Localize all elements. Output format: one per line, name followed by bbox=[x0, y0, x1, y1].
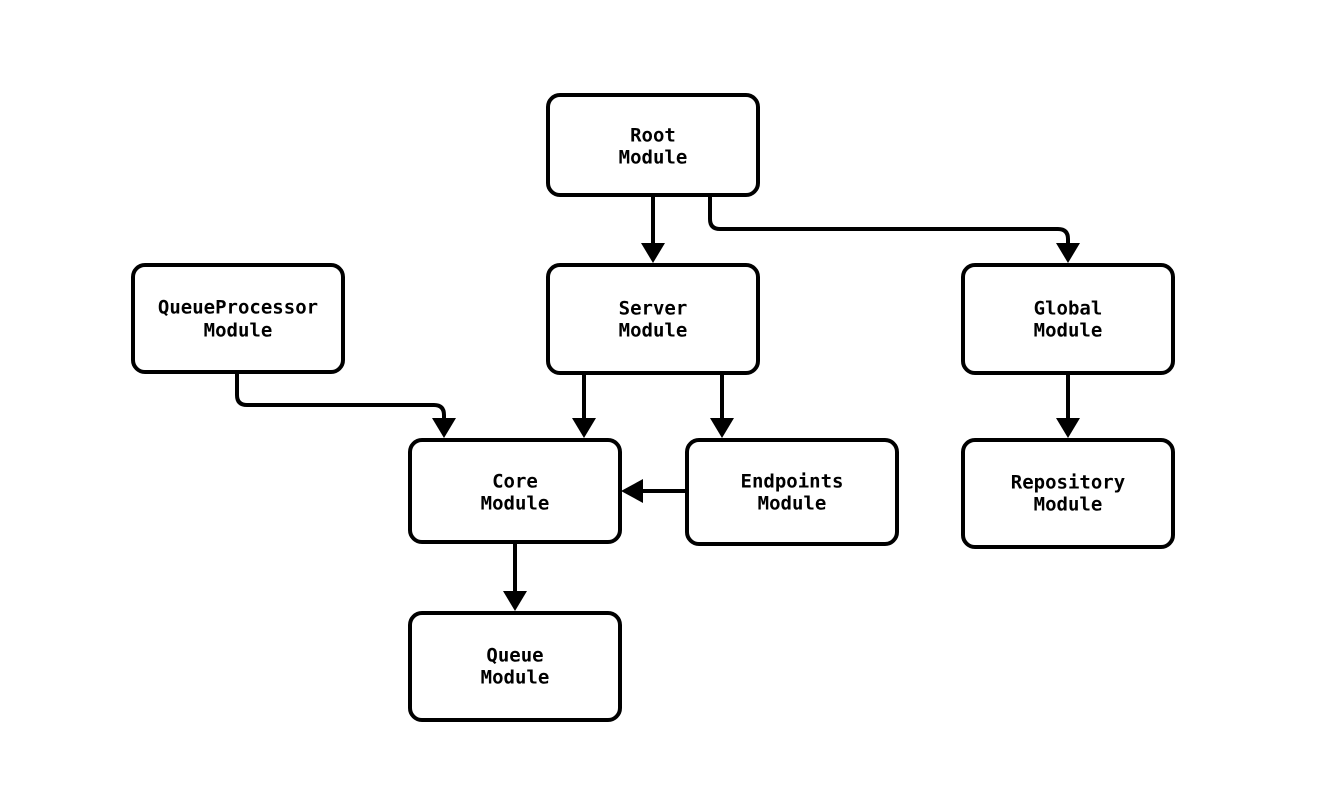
node-box[interactable] bbox=[408, 438, 622, 544]
arrowhead-icon bbox=[710, 418, 734, 438]
node-box[interactable] bbox=[961, 438, 1175, 549]
node-label-line1: Endpoints bbox=[741, 471, 844, 493]
node-label-line1: QueueProcessor bbox=[158, 297, 318, 319]
node-label-line2: Module bbox=[758, 493, 827, 515]
edge-server-to-endpoints bbox=[710, 373, 734, 438]
arrowhead-icon bbox=[572, 418, 596, 438]
node-queue-module[interactable]: Queue Module bbox=[408, 611, 622, 722]
node-label-line1: Queue bbox=[486, 645, 543, 667]
arrowhead-icon bbox=[503, 591, 527, 611]
node-label-line2: Module bbox=[619, 147, 688, 169]
edge-root-to-server bbox=[641, 195, 665, 263]
node-box[interactable] bbox=[131, 263, 345, 374]
arrowhead-icon bbox=[1056, 243, 1080, 263]
node-label-line1: Repository bbox=[1011, 472, 1125, 494]
edge-core-to-queue bbox=[503, 542, 527, 611]
node-endpoints-module[interactable]: Endpoints Module bbox=[685, 438, 899, 546]
edge-endpoints-to-core bbox=[621, 479, 687, 503]
node-label-line1: Server bbox=[619, 298, 688, 320]
node-box[interactable] bbox=[546, 93, 760, 197]
edge-line bbox=[235, 372, 446, 419]
node-label-line1: Root bbox=[630, 125, 676, 147]
node-label-line2: Module bbox=[204, 320, 273, 342]
edge-global-to-repository bbox=[1056, 373, 1080, 438]
node-label-line2: Module bbox=[619, 320, 688, 342]
node-label-line2: Module bbox=[481, 667, 550, 689]
node-box[interactable] bbox=[685, 438, 899, 546]
node-label-line1: Global bbox=[1034, 298, 1103, 320]
node-label-line2: Module bbox=[1034, 320, 1103, 342]
arrowhead-icon bbox=[641, 243, 665, 263]
node-server-module[interactable]: Server Module bbox=[546, 263, 760, 375]
node-queueprocessor-module[interactable]: QueueProcessor Module bbox=[131, 263, 345, 374]
node-root-module[interactable]: Root Module bbox=[546, 93, 760, 197]
arrowhead-icon bbox=[621, 479, 643, 503]
node-label-line1: Core bbox=[492, 471, 538, 493]
edge-server-to-core bbox=[572, 373, 596, 438]
arrowhead-icon bbox=[432, 418, 456, 438]
node-label-line2: Module bbox=[481, 493, 550, 515]
node-core-module[interactable]: Core Module bbox=[408, 438, 622, 544]
edge-root-to-global bbox=[708, 195, 1080, 263]
node-label-line2: Module bbox=[1034, 494, 1103, 516]
node-box[interactable] bbox=[546, 263, 760, 375]
edge-queueprocessor-to-core bbox=[235, 372, 456, 438]
node-repository-module[interactable]: Repository Module bbox=[961, 438, 1175, 549]
edge-line bbox=[708, 195, 1070, 244]
node-global-module[interactable]: Global Module bbox=[961, 263, 1175, 375]
arrowhead-icon bbox=[1056, 418, 1080, 438]
node-box[interactable] bbox=[961, 263, 1175, 375]
node-box[interactable] bbox=[408, 611, 622, 722]
